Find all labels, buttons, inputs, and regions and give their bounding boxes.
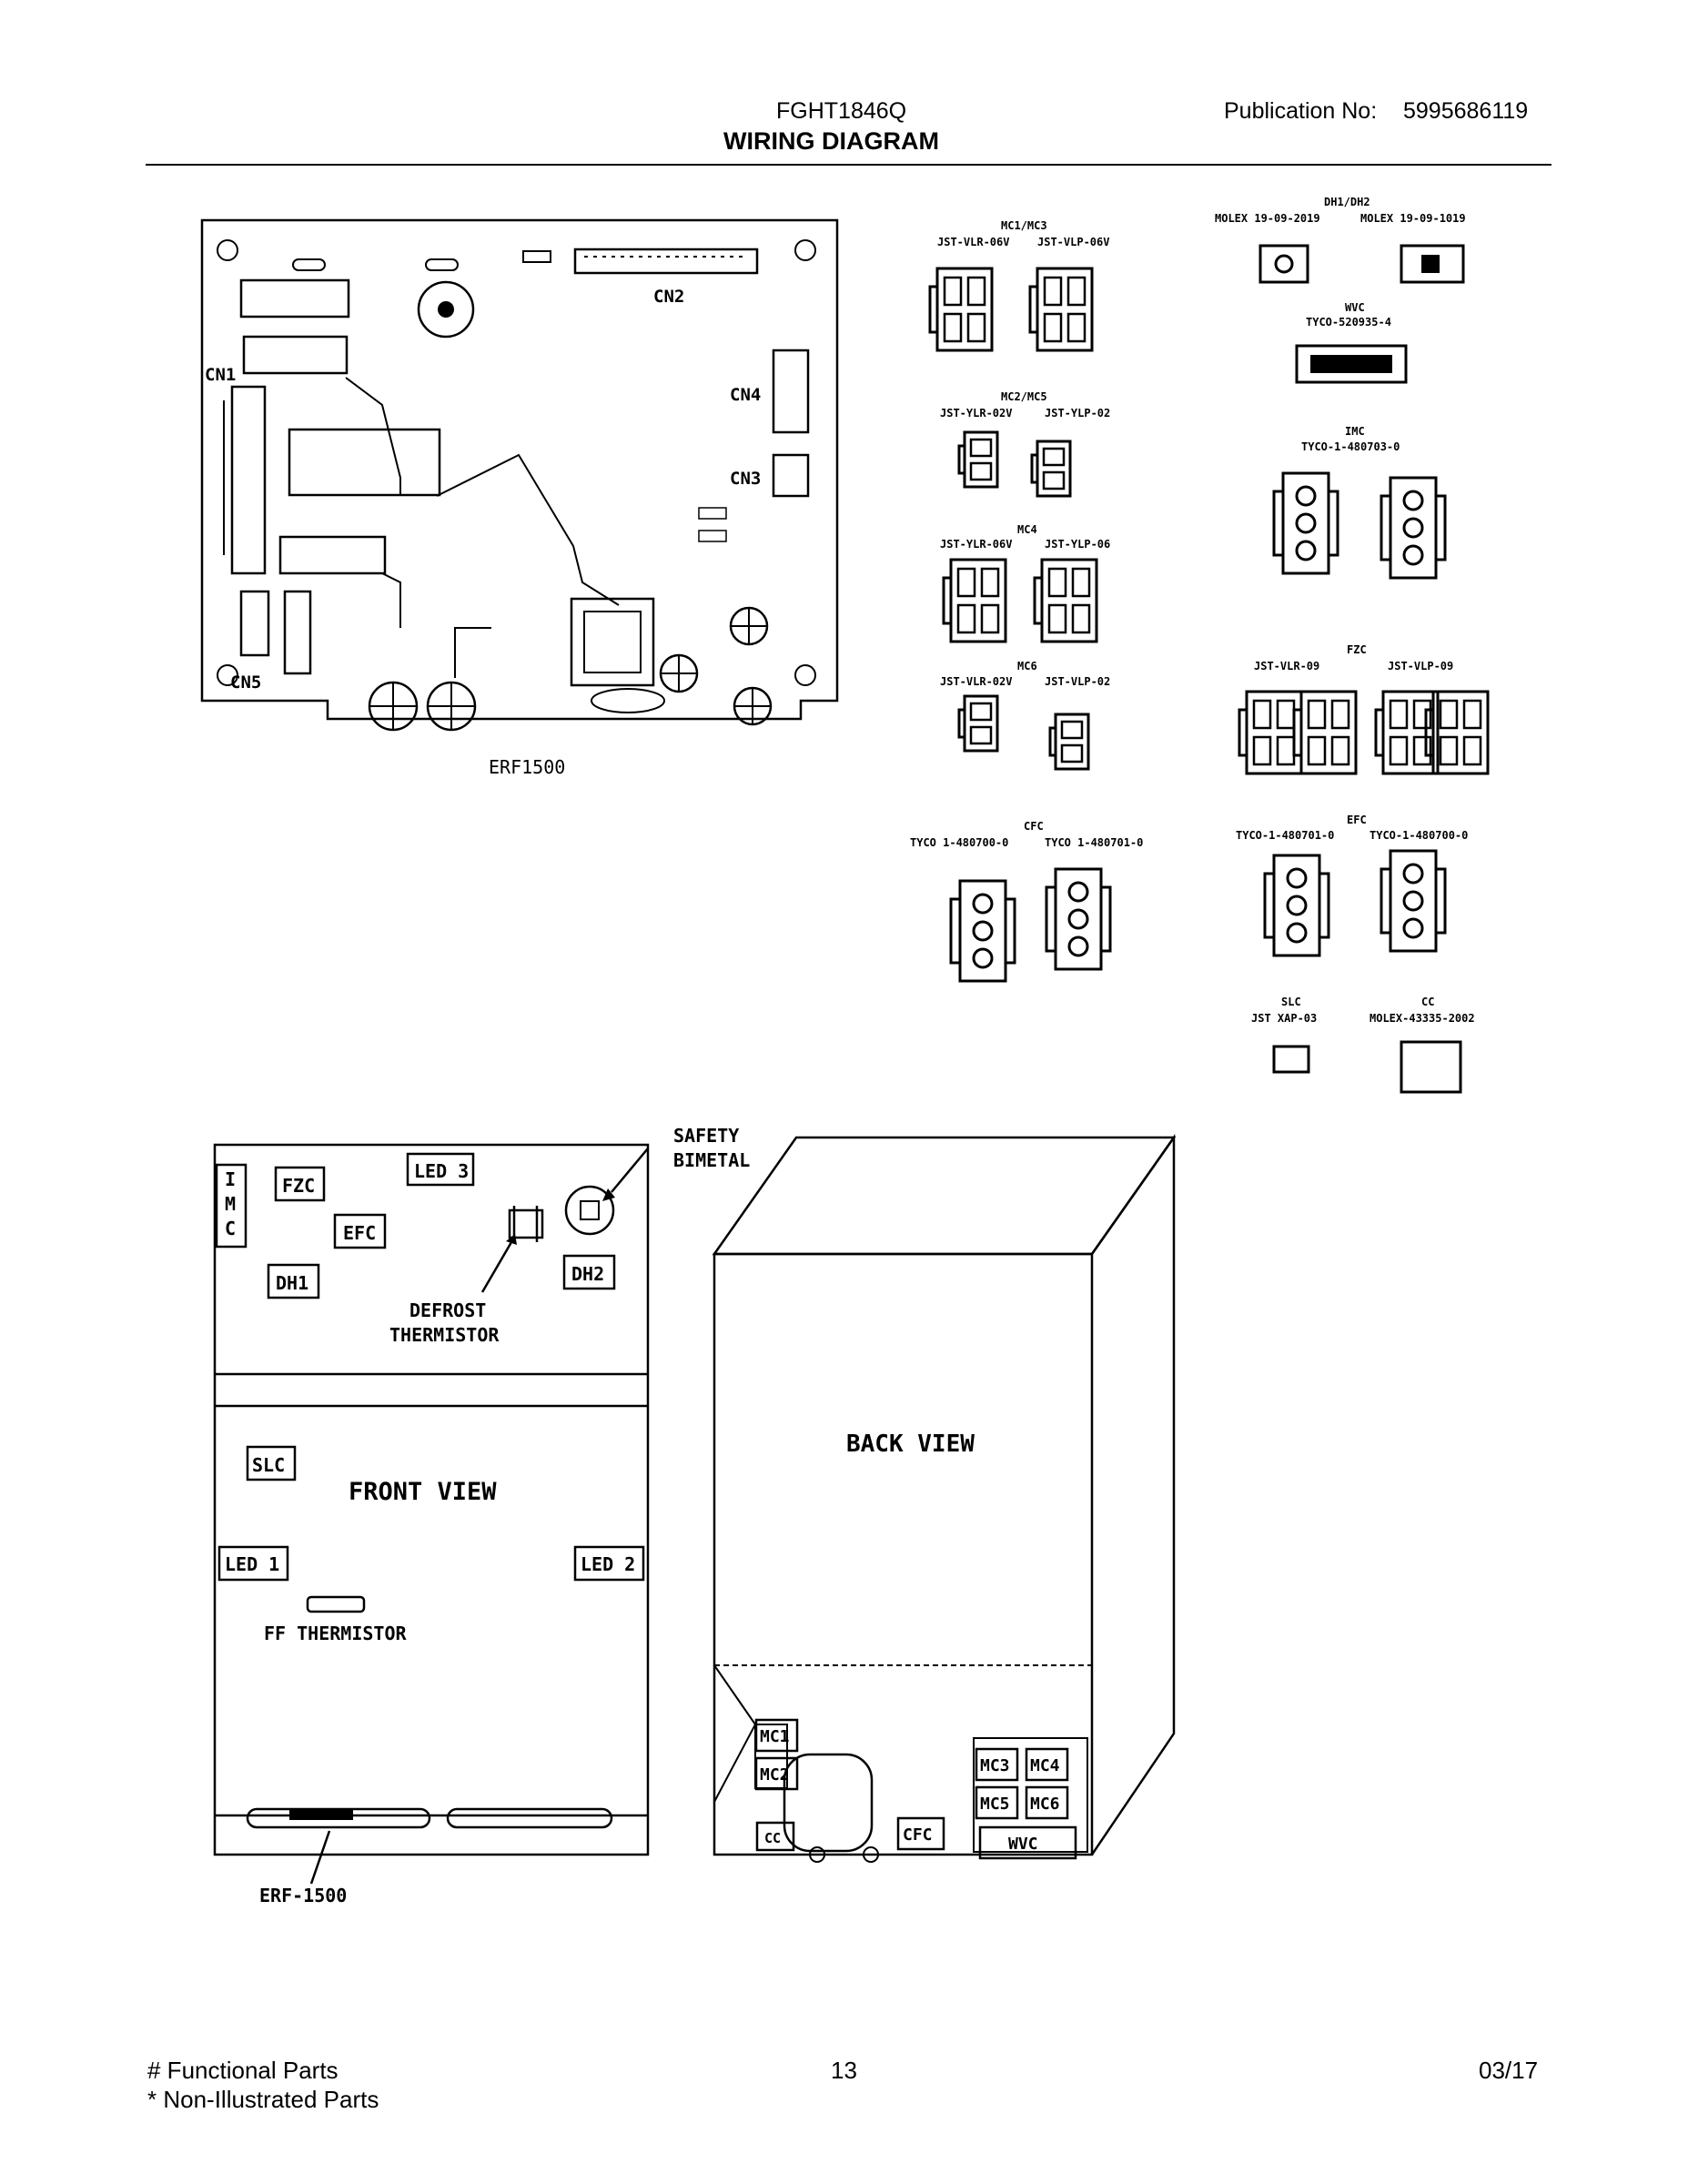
wvc-part: TYCO-520935-4 — [1306, 316, 1391, 329]
dh1-dh2-id: DH1/DH2 — [1324, 196, 1370, 208]
publication-number: 5995686119 — [1403, 98, 1529, 124]
page-number: 13 — [831, 2057, 857, 2084]
footer-functional-parts: # Functional Parts — [147, 2057, 339, 2084]
front-view — [213, 1143, 650, 1885]
dh2-label: DH2 — [571, 1263, 604, 1285]
cn5-label: CN5 — [230, 672, 261, 693]
slc-label: SLC — [252, 1454, 285, 1476]
wvc-id: WVC — [1345, 301, 1365, 314]
ff-thermistor-label: FF THERMISTOR — [264, 1623, 407, 1644]
mc6-part-b: JST-VLP-02 — [1045, 675, 1110, 688]
back-view-labels: MC1 MC2 MC3 MC4 MC5 MC6 CC CFC WVC BACK … — [760, 1431, 1060, 1854]
mc4-label: MC4 — [1030, 1756, 1060, 1775]
dh1-dh2-part-b: MOLEX 19-09-1019 — [1360, 212, 1466, 225]
mc2-mc5-part-a: JST-YLR-02V — [940, 407, 1012, 420]
publication-label: Publication No: — [1224, 98, 1378, 124]
mc6-part-a: JST-VLR-02V — [940, 675, 1012, 688]
connector-labels: MC1/MC3 JST-VLR-06V JST-VLP-06V MC2/MC5 … — [910, 196, 1475, 1025]
efc-part-a: TYCO-1-480701-0 — [1236, 829, 1334, 842]
led3-label: LED 3 — [414, 1160, 469, 1182]
imc-part: TYCO-1-480703-0 — [1301, 440, 1400, 453]
mc3-label: MC3 — [980, 1756, 1010, 1775]
board-name: ERF1500 — [489, 756, 565, 778]
efc-part-b: TYCO-1-480700-0 — [1370, 829, 1468, 842]
back-view — [712, 1134, 1177, 1863]
svg-text:C: C — [225, 1218, 236, 1239]
svg-text:I: I — [225, 1168, 236, 1190]
mc5-label: MC5 — [980, 1795, 1010, 1814]
fzc-label: FZC — [282, 1175, 315, 1197]
led2-label: LED 2 — [581, 1553, 635, 1575]
cfc-part-b: TYCO 1-480701-0 — [1045, 836, 1143, 849]
footer-non-illustrated: * Non-Illustrated Parts — [147, 2086, 379, 2113]
efc-label: EFC — [343, 1222, 376, 1244]
front-view-title: FRONT VIEW — [349, 1478, 497, 1506]
mc2-mc5-part-b: JST-YLP-02 — [1045, 407, 1110, 420]
front-view-labels: I M C FZC EFC LED 3 DH1 DH2 SLC LED 1 LE… — [225, 1125, 750, 1906]
cn3-label: CN3 — [730, 469, 761, 489]
page-title: WIRING DIAGRAM — [723, 127, 939, 155]
dh1-dh2-part-a: MOLEX 19-09-2019 — [1215, 212, 1320, 225]
safety-label-2: BIMETAL — [673, 1149, 750, 1171]
wvc-label: WVC — [1008, 1835, 1038, 1854]
fzc-part-b: JST-VLP-09 — [1388, 660, 1453, 672]
cc-id: CC — [1421, 996, 1434, 1008]
back-view-title: BACK VIEW — [846, 1431, 975, 1458]
led1-label: LED 1 — [225, 1553, 279, 1575]
mc4-part-a: JST-YLR-06V — [940, 538, 1012, 551]
svg-text:M: M — [225, 1193, 236, 1215]
mc4-part-b: JST-YLP-06 — [1045, 538, 1110, 551]
fzc-id: FZC — [1347, 643, 1367, 656]
fzc-part-a: JST-VLR-09 — [1254, 660, 1319, 672]
slc-id: SLC — [1281, 996, 1301, 1008]
cfc-id: CFC — [1024, 820, 1044, 833]
cn2-label: CN2 — [653, 287, 684, 307]
mc4-id: MC4 — [1017, 523, 1037, 536]
mc6-id: MC6 — [1017, 660, 1037, 672]
mc1-mc3-part-a: JST-VLR-06V — [937, 236, 1009, 248]
defrost-label-2: THERMISTOR — [389, 1324, 500, 1346]
cfc-part-a: TYCO 1-480700-0 — [910, 836, 1008, 849]
efc-id: EFC — [1347, 814, 1367, 826]
imc-id: IMC — [1345, 425, 1365, 438]
footer-date: 03/17 — [1479, 2057, 1539, 2084]
cn4-label: CN4 — [730, 385, 761, 405]
cc-label: CC — [764, 1830, 781, 1846]
mc2-label: MC2 — [760, 1765, 790, 1785]
mc1-label: MC1 — [760, 1727, 790, 1746]
connector-glyphs — [928, 244, 1490, 1094]
mc1-mc3-part-b: JST-VLP-06V — [1037, 236, 1109, 248]
model-number: FGHT1846Q — [776, 98, 907, 124]
defrost-label-1: DEFROST — [409, 1299, 486, 1321]
erf-label: ERF-1500 — [259, 1885, 347, 1906]
mc1-mc3-id: MC1/MC3 — [1001, 219, 1047, 232]
header-rule — [146, 164, 1552, 166]
dh1-label: DH1 — [276, 1272, 308, 1294]
mc6-label: MC6 — [1030, 1795, 1060, 1814]
cn1-label: CN1 — [205, 365, 236, 385]
slc-part: JST XAP-03 — [1251, 1012, 1317, 1025]
cc-part: MOLEX-43335-2002 — [1370, 1012, 1475, 1025]
mc2-mc5-id: MC2/MC5 — [1001, 390, 1047, 403]
cfc-label: CFC — [903, 1825, 933, 1845]
safety-label-1: SAFETY — [673, 1125, 739, 1147]
control-board — [200, 218, 839, 732]
